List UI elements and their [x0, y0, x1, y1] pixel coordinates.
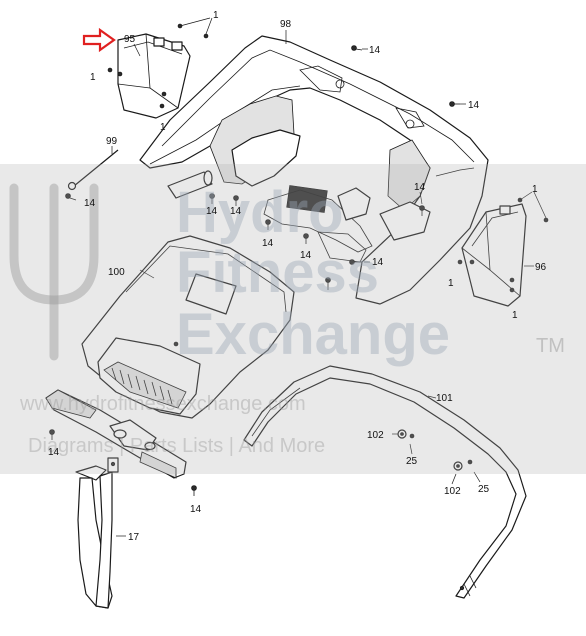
callout-17: 17	[128, 532, 140, 543]
callout-14-handrail: 14	[48, 447, 60, 458]
callout-101: 101	[436, 393, 453, 404]
part-96-right-tray	[461, 203, 527, 307]
watermark-url: www.hydrofitnessexchange.com	[19, 393, 306, 415]
callout-102-upper: 102	[367, 430, 384, 441]
leader-lines	[111, 17, 547, 537]
screw-icon	[509, 287, 515, 293]
screw-icon	[467, 459, 473, 465]
screw-icon	[159, 103, 165, 109]
screw-icon	[203, 33, 209, 39]
roller-part	[167, 170, 213, 199]
callout-14-lower: 14	[190, 504, 202, 515]
callout-14-frame-e: 14	[372, 257, 384, 268]
screw-icon	[107, 67, 113, 73]
bolt-icon	[233, 195, 239, 206]
part-99-rod	[67, 149, 119, 191]
watermark-tagline: Diagrams | Parts Lists | And More	[28, 435, 325, 457]
callout-100: 100	[108, 267, 125, 278]
watermark-trademark: TM	[536, 335, 565, 357]
callout-14-right-mid: 14	[414, 182, 426, 193]
part-17-strap	[75, 457, 119, 609]
part-101-handlebar	[243, 365, 527, 599]
callout-1-left: 1	[90, 72, 96, 83]
bolt-icon	[49, 429, 55, 440]
callout-95: 95	[124, 34, 136, 45]
part-100-motor-hood	[81, 235, 295, 419]
bolt-icon	[449, 101, 460, 107]
callout-1-bottom: 1	[160, 122, 166, 133]
screw-icon	[457, 259, 463, 265]
bolt-icon	[265, 219, 271, 230]
bolt-icon	[65, 193, 77, 201]
screw-icon	[409, 433, 415, 439]
bolt-icon	[209, 193, 215, 204]
watermark-word-3: Exchange	[176, 302, 450, 367]
callout-14-frame-b: 14	[230, 206, 242, 217]
washer-icon	[453, 461, 463, 471]
watermark-word-1: Hydro	[176, 180, 344, 245]
watermark-word-2: Fitness	[176, 240, 379, 305]
callout-14-frame-a: 14	[206, 206, 218, 217]
callout-14-top: 14	[369, 45, 381, 56]
part-98-console-frame	[139, 35, 489, 305]
callout-1-right-top: 1	[532, 184, 538, 195]
watermark-band	[0, 164, 586, 474]
highlight-arrow-icon	[82, 27, 116, 53]
bolt-icon	[325, 277, 331, 290]
callout-98: 98	[280, 19, 292, 30]
callout-14-right-upper: 14	[468, 100, 480, 111]
bolt-icon	[303, 233, 309, 244]
callout-25-lower: 25	[478, 484, 490, 495]
callout-14-frame-d: 14	[300, 250, 312, 261]
callout-25-upper: 25	[406, 456, 418, 467]
callout-1-top: 1	[213, 10, 219, 21]
part-95-left-tray	[117, 33, 191, 119]
bolt-icon	[351, 45, 363, 51]
callout-1-right-left: 1	[448, 278, 454, 289]
callout-96: 96	[535, 262, 547, 273]
callout-labels: 95 98 99 100 96 101 17 102 102 25 25 14 …	[48, 10, 547, 543]
bolt-icon	[419, 205, 425, 216]
callout-1-right-bottom: 1	[512, 310, 518, 321]
fastener-group	[49, 23, 549, 496]
callout-14-frame-c: 14	[262, 238, 274, 249]
callout-99: 99	[106, 136, 118, 147]
callout-14-rod: 14	[84, 198, 96, 209]
watermark: Hydro Fitness Exchange TM www.hydrofitne…	[0, 164, 586, 474]
bolt-icon	[191, 485, 197, 496]
front-handrail-assembly	[45, 389, 187, 479]
watermark-logo-icon	[9, 183, 99, 361]
bolt-icon	[349, 259, 362, 265]
callout-102-lower: 102	[444, 486, 461, 497]
